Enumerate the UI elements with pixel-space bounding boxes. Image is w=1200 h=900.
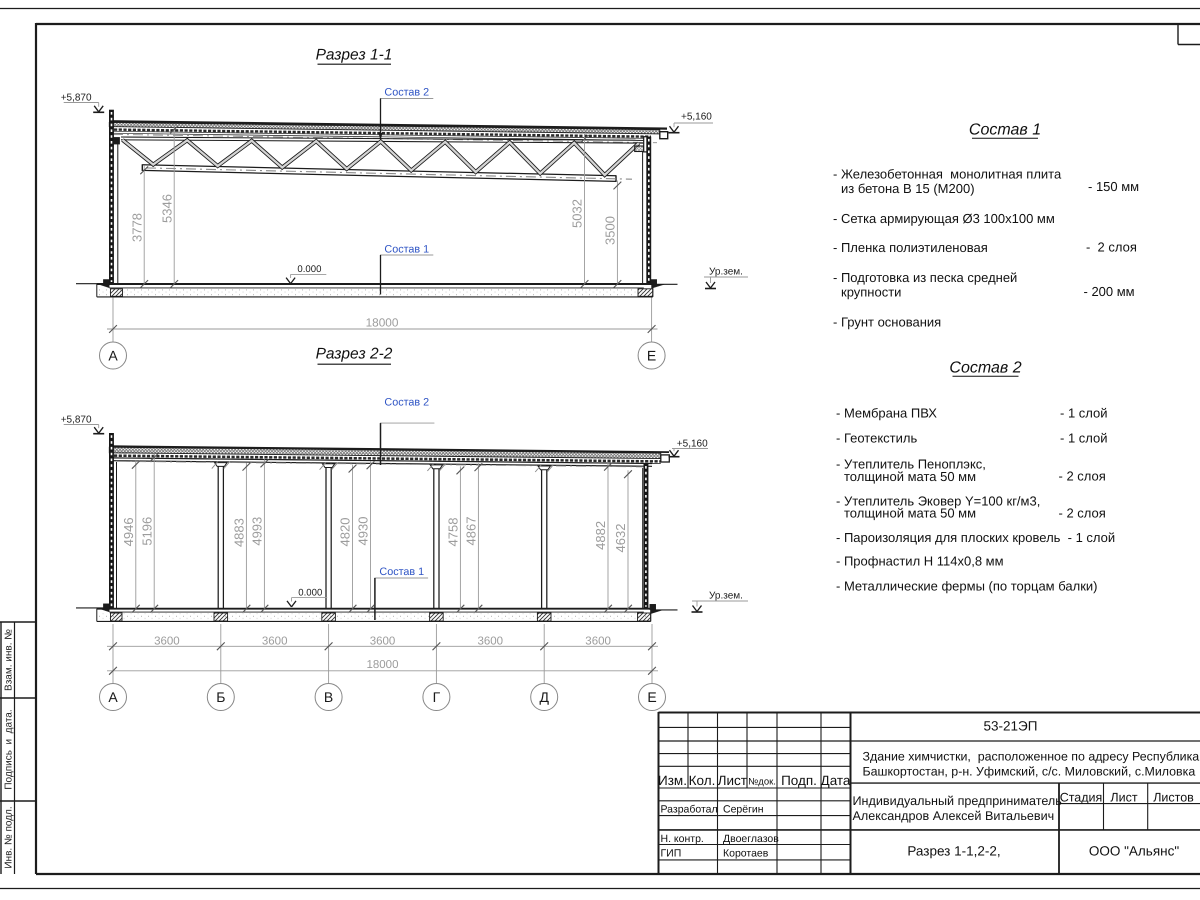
svg-text:Александров Алексей Витальевич: Александров Алексей Витальевич [853, 809, 1055, 823]
svg-text:Состав 2: Состав 2 [384, 396, 429, 408]
svg-text:Разрез 2-2: Разрез 2-2 [316, 345, 393, 362]
svg-text:В: В [324, 689, 333, 705]
svg-text:18000: 18000 [366, 315, 399, 329]
svg-text:ООО "Альянс": ООО "Альянс" [1089, 843, 1179, 858]
svg-text:- Подготовка из песка средней: - Подготовка из песка средней [833, 270, 1017, 285]
svg-text:ГИП: ГИП [661, 847, 682, 859]
svg-text:Состав 1: Состав 1 [379, 566, 424, 578]
svg-text:Изм.: Изм. [658, 773, 687, 788]
svg-text:Д: Д [539, 689, 549, 705]
svg-text:3778: 3778 [129, 213, 144, 242]
svg-text:+5,870: +5,870 [61, 93, 92, 104]
svg-text:- Пароизоляция для плоских кро: - Пароизоляция для плоских кровель - 1 с… [836, 530, 1115, 545]
svg-text:Е: Е [647, 689, 656, 705]
svg-text:- Металлические фермы (по торц: - Металлические фермы (по торцам балки) [836, 579, 1097, 594]
svg-text:Двоеглазов: Двоеглазов [723, 833, 779, 845]
svg-text:+5,160: +5,160 [681, 111, 712, 122]
svg-text:5032: 5032 [570, 199, 585, 228]
svg-text:- Утеплитель Эковер Y=100 кг/м: - Утеплитель Эковер Y=100 кг/м3, [836, 494, 1040, 509]
svg-text:4882: 4882 [593, 521, 608, 550]
svg-text:3600: 3600 [370, 636, 396, 648]
svg-text:толщиной мата 50 мм: толщиной мата 50 мм [844, 469, 976, 484]
svg-text:Индивидуальный предприниматель: Индивидуальный предприниматель [853, 794, 1063, 808]
svg-text:- 2 слоя: - 2 слоя [1059, 469, 1106, 484]
svg-text:5346: 5346 [159, 194, 174, 223]
svg-text:Инв. № подл.: Инв. № подл. [4, 806, 15, 868]
svg-text:Взам. инв. №: Взам. инв. № [4, 629, 15, 691]
svg-text:Е: Е [647, 348, 656, 364]
svg-text:- 2 слоя: - 2 слоя [1086, 240, 1137, 255]
svg-text:А: А [108, 348, 118, 364]
svg-text:- 1 слой: - 1 слой [1060, 431, 1108, 446]
svg-text:Ур.зем.: Ур.зем. [709, 267, 743, 278]
svg-text:4930: 4930 [356, 517, 371, 546]
svg-text:Кол.: Кол. [689, 773, 716, 788]
svg-text:- 200 мм: - 200 мм [1084, 284, 1135, 299]
svg-text:Разработал: Разработал [661, 803, 718, 815]
svg-text:Г: Г [433, 689, 441, 705]
svg-text:Состав 2: Состав 2 [384, 87, 429, 99]
svg-text:№док.: №док. [748, 776, 776, 787]
svg-text:3600: 3600 [154, 636, 180, 648]
svg-text:0.000: 0.000 [297, 264, 321, 275]
svg-text:Подпись и дата.: Подпись и дата. [4, 709, 15, 789]
svg-text:Лист: Лист [718, 773, 747, 788]
svg-text:Башкортостан, р-н. Уфимский, с: Башкортостан, р-н. Уфимский, с/с. Миловс… [863, 765, 1196, 779]
svg-text:3500: 3500 [603, 216, 618, 245]
svg-text:Дата: Дата [821, 773, 851, 788]
svg-text:53-21ЭП: 53-21ЭП [984, 719, 1038, 734]
svg-text:4867: 4867 [464, 517, 479, 546]
svg-text:4632: 4632 [613, 524, 628, 553]
svg-text:толщиной мата 50 мм: толщиной мата 50 мм [844, 506, 976, 521]
svg-text:Ур.зем.: Ур.зем. [709, 590, 743, 601]
svg-text:Стадия: Стадия [1060, 790, 1103, 804]
svg-text:4883: 4883 [232, 518, 247, 547]
svg-text:- Пленка полиэтиленовая: - Пленка полиэтиленовая [833, 240, 988, 255]
svg-text:4946: 4946 [121, 517, 136, 546]
svg-text:Серёгин: Серёгин [723, 803, 764, 815]
svg-text:Здание химчистки, расположенн: Здание химчистки, расположенное по адрес… [863, 750, 1200, 764]
svg-text:Листов: Листов [1153, 790, 1194, 804]
svg-text:+5,160: +5,160 [677, 439, 708, 450]
svg-text:+5,870: +5,870 [61, 415, 92, 426]
svg-text:- Мембрана ПВХ: - Мембрана ПВХ [836, 406, 937, 421]
svg-text:Разрез 1-1,2-2,: Разрез 1-1,2-2, [907, 843, 1000, 858]
svg-text:- Железобетонная монолитная п: - Железобетонная монолитная плита [833, 167, 1062, 182]
svg-text:- Утеплитель Пеноплэкс,: - Утеплитель Пеноплэкс, [836, 457, 986, 472]
svg-text:Б: Б [216, 689, 225, 705]
svg-text:Н. контр.: Н. контр. [661, 833, 704, 845]
svg-text:А: А [108, 689, 118, 705]
svg-text:18000: 18000 [367, 659, 399, 671]
svg-text:Состав 2: Состав 2 [949, 360, 1021, 377]
svg-text:Лист: Лист [1110, 790, 1137, 804]
svg-text:- 1 слой: - 1 слой [1060, 406, 1108, 421]
svg-text:Подп.: Подп. [781, 773, 817, 788]
svg-text:4820: 4820 [338, 518, 353, 547]
svg-text:Состав 1: Состав 1 [969, 122, 1041, 139]
svg-text:- Грунт основания: - Грунт основания [833, 315, 941, 330]
svg-text:3600: 3600 [262, 636, 288, 648]
svg-text:Состав 1: Состав 1 [384, 244, 429, 256]
svg-text:4993: 4993 [250, 517, 265, 546]
svg-text:- Сетка армирующая Ø3 100х100: - Сетка армирующая Ø3 100х100 мм [833, 211, 1055, 226]
svg-text:Коротаев: Коротаев [723, 847, 769, 859]
svg-text:- Профнастил Н 114х0,8 мм: - Профнастил Н 114х0,8 мм [836, 554, 1004, 569]
svg-text:Разрез 1-1: Разрез 1-1 [316, 47, 393, 64]
svg-text:5196: 5196 [139, 517, 154, 546]
svg-text:3600: 3600 [478, 636, 504, 648]
svg-text:из бетона В 15 (М200): из бетона В 15 (М200) [841, 181, 975, 196]
svg-text:- 150 мм: - 150 мм [1088, 179, 1139, 194]
svg-text:- 2 слоя: - 2 слоя [1059, 506, 1106, 521]
svg-text:крупности: крупности [841, 285, 901, 300]
svg-text:- Геотекстиль: - Геотекстиль [836, 431, 917, 446]
svg-text:4758: 4758 [446, 518, 461, 547]
svg-text:3600: 3600 [585, 636, 611, 648]
svg-text:0.000: 0.000 [298, 587, 322, 598]
